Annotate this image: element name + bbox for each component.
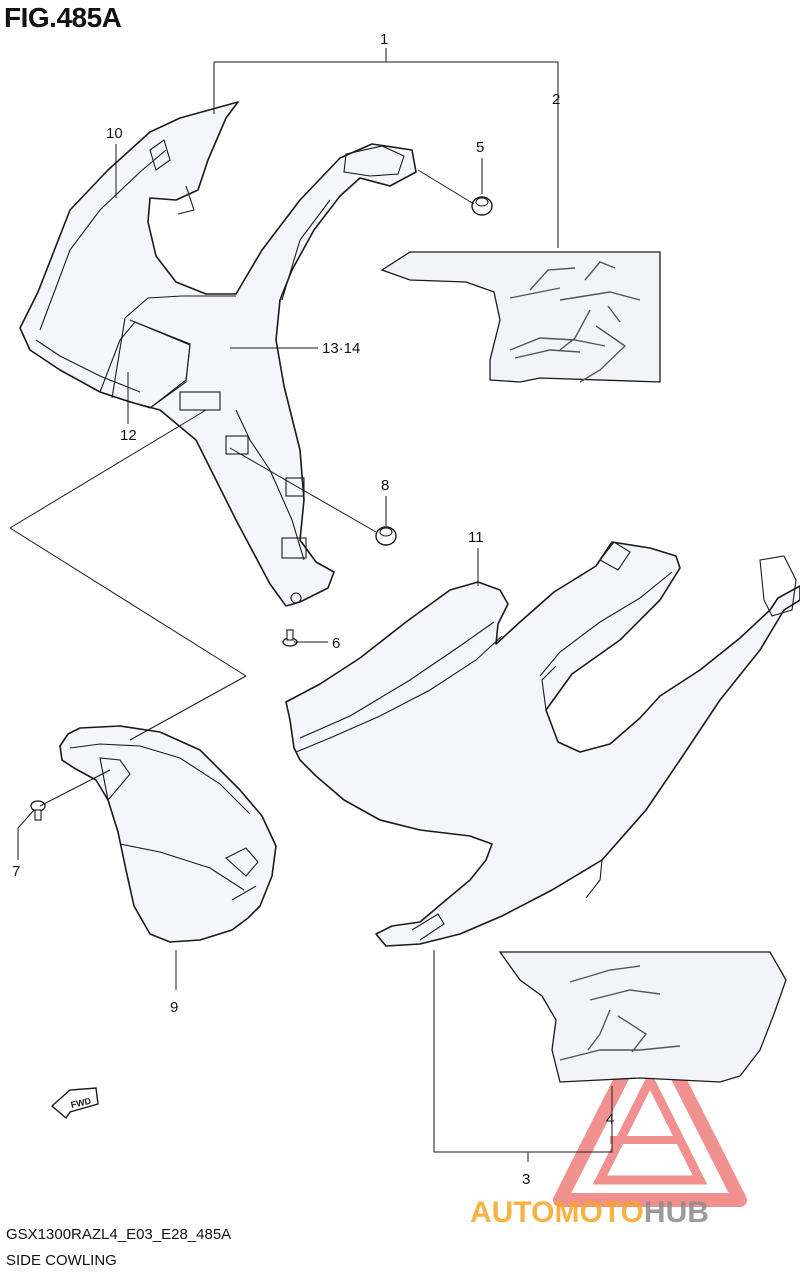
callout-7: 7 [12,863,20,880]
watermark-logo [553,1015,747,1207]
callout-4: 4 [606,1111,614,1128]
watermark-triangle-icon [553,1015,747,1207]
callout-5: 5 [476,139,484,156]
callout-13-14: 13·14 [322,340,360,357]
watermark-inner-triangle-icon [592,1069,708,1185]
callout-8: 8 [381,477,389,494]
callout-6: 6 [332,635,340,652]
callout-3: 3 [522,1171,530,1188]
part-5-grommet [471,196,493,216]
callout-12: 12 [120,427,137,444]
watermark-text: AUTOMOTOHUB [470,1196,709,1229]
fwd-arrow-label: FWD [70,1096,93,1110]
part-2-decal [380,251,661,383]
part-10-inner-cowl-upper [19,101,417,607]
section-name: SIDE COWLING [6,1252,117,1269]
part-9-inner-cowl-lower [59,725,277,943]
part-6-fastener [282,629,298,647]
part-7-fastener [30,800,46,821]
callout-10: 10 [106,125,123,142]
callout-1: 1 [380,31,388,48]
part-11-lower-cowl-main [285,541,800,947]
callout-11: 11 [468,529,484,546]
part-12-inner-panel [99,321,191,409]
watermark-part1: AUTOMOTO [470,1196,644,1229]
model-code: GSX1300RAZL4_E03_E28_485A [6,1226,232,1243]
callout-9: 9 [170,999,178,1016]
callout-2: 2 [552,91,560,108]
leader-lines [9,48,613,1162]
svg-text:AUTOMOTOHUB: AUTOMOTOHUB [470,1196,709,1229]
part-8-grommet [375,526,397,546]
watermark-part2: HUB [644,1196,709,1229]
figure-title: FIG.485A [4,2,122,33]
part-3-decal [498,951,787,1083]
fwd-arrow-icon: FWD [50,1087,99,1120]
